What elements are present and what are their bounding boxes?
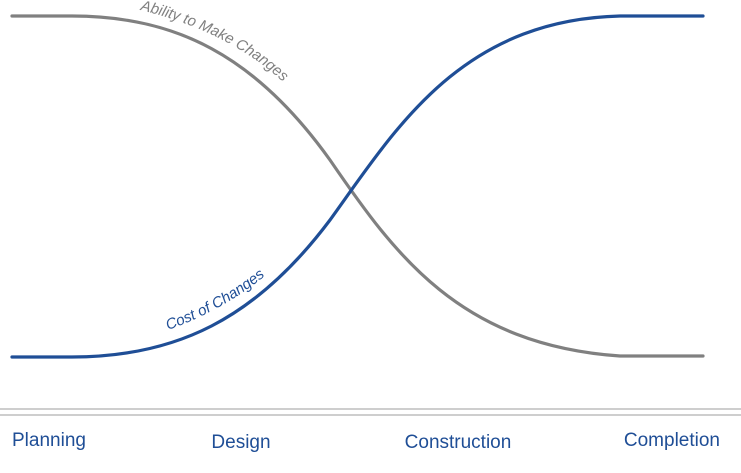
phase-label-completion: Completion [624,430,720,451]
ability-to-make-changes-label: Ability to Make Changes [138,0,292,85]
ability-to-make-changes-line [10,14,705,358]
cost-of-changes-line [10,14,705,359]
phase-label-planning: Planning [12,430,86,451]
phase-label-construction: Construction [405,432,512,453]
phase-label-design: Design [211,432,270,453]
